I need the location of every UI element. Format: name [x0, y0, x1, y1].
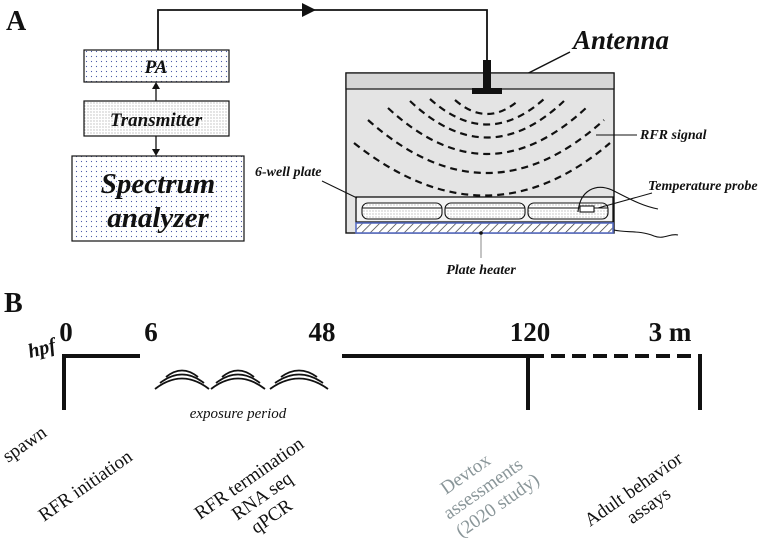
exposure-wave-icon-3 — [269, 369, 329, 390]
arrow-down-icon — [152, 149, 160, 156]
arrow-up-icon — [152, 82, 160, 89]
hpf-label: hpf — [26, 334, 61, 363]
temperature-probe — [577, 186, 679, 238]
pa-label: PA — [144, 57, 168, 78]
well-plate-pointer — [321, 180, 358, 199]
arrowhead-icon — [302, 3, 316, 17]
event-rfr-initiation: RFR initiation — [35, 446, 137, 526]
tick-label-120: 120 — [510, 317, 551, 347]
plate-heater — [355, 222, 614, 234]
tick-label-48: 48 — [309, 317, 336, 347]
event-rfr-termination: RFR termination RNA seq qPCR — [191, 433, 309, 538]
exposure-wave-icon-1 — [154, 369, 210, 390]
well-plate-label: 6-well plate — [255, 165, 322, 180]
pa-box: PA — [83, 49, 230, 83]
temperature-probe-pointer — [597, 192, 653, 209]
plate-heater-label: Plate heater — [446, 263, 516, 278]
tick-label-0: 0 — [59, 317, 73, 347]
tick-label-6: 6 — [144, 317, 158, 347]
event-spawn: spawn — [0, 422, 51, 467]
event-devtox: Devtox assessments (2020 study) — [437, 450, 544, 542]
rfr-signal-label: RFR signal — [639, 128, 707, 143]
transmitter-label: Transmitter — [110, 110, 203, 131]
feed-line — [157, 3, 488, 60]
six-well-plate — [355, 196, 614, 223]
spectrum-analyzer-box: Spectrum analyzer — [71, 155, 245, 242]
panel-b-label: B — [4, 288, 23, 319]
exposure-wave-icon-2 — [210, 369, 266, 390]
event-adult-behavior: Adult behavior assays — [581, 448, 687, 531]
tick-label-3m: 3 m — [649, 317, 692, 347]
exposure-period-label: exposure period — [190, 406, 287, 422]
antenna-label: Antenna — [571, 25, 669, 55]
antenna-icon — [472, 60, 502, 94]
temperature-probe-label: Temperature probe — [648, 179, 758, 194]
timeline — [62, 354, 702, 410]
panel-a-label: A — [6, 6, 27, 37]
rfr-wavefronts — [353, 98, 611, 197]
spectrum-line2: analyzer — [107, 202, 209, 234]
transmitter-box: Transmitter — [83, 100, 230, 137]
spectrum-line1: Spectrum — [101, 168, 215, 200]
